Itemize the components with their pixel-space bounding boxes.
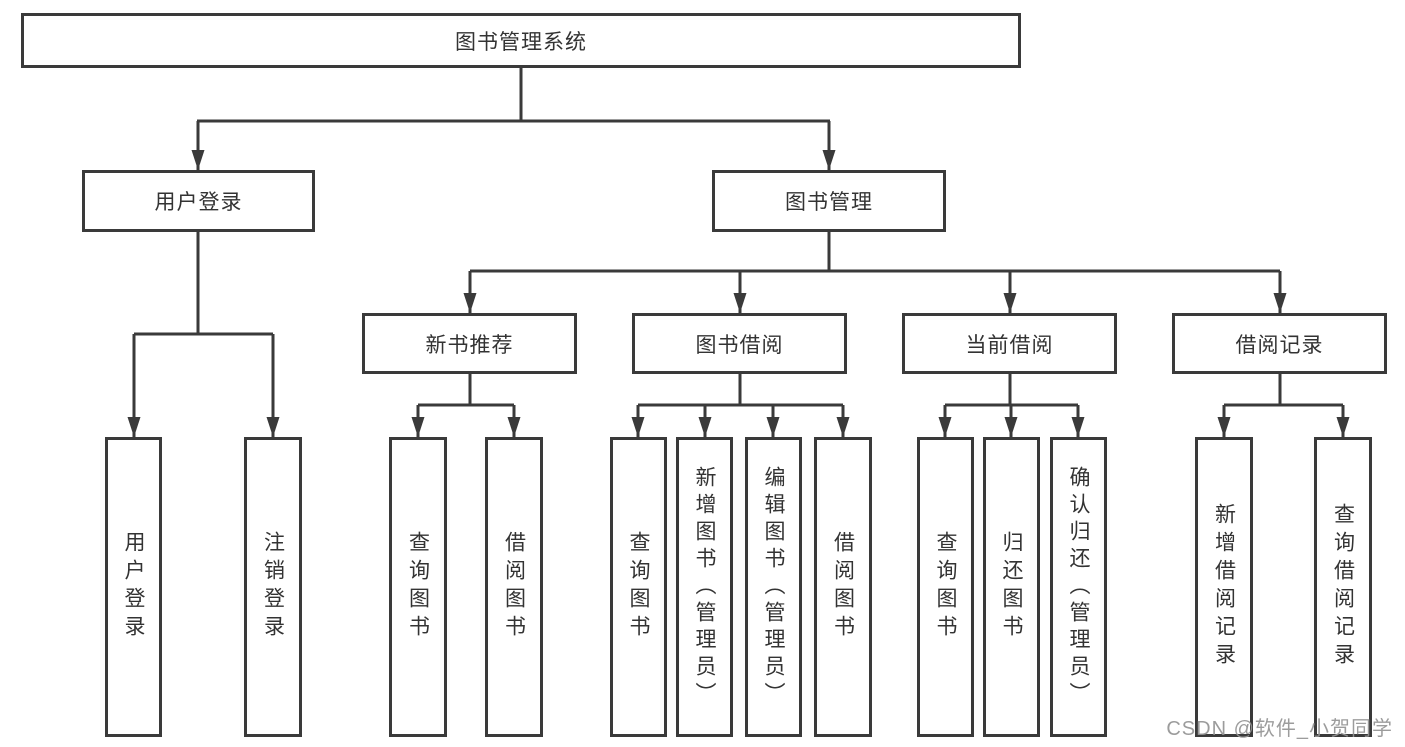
node-user-login: 用户登录 xyxy=(82,170,315,232)
connector-current-borrow xyxy=(938,374,1085,437)
node-label: 查询借阅记录 xyxy=(1331,503,1355,671)
node-label: 新增借阅记录 xyxy=(1212,503,1236,671)
connector-root xyxy=(191,67,836,170)
leaf-current-return-books: 归还图书 xyxy=(983,437,1040,737)
watermark: CSDN @软件_小贺同学 xyxy=(1166,718,1393,740)
leaf-borrow-borrow-books: 借阅图书 xyxy=(814,437,872,737)
leaf-current-confirm-return: 确认归还（管理员） xyxy=(1050,437,1107,737)
node-label: 确认归还（管理员） xyxy=(1067,465,1090,709)
leaf-borrow-add-books: 新增图书（管理员） xyxy=(676,437,733,737)
node-new-book-recommend: 新书推荐 xyxy=(362,313,577,374)
node-label: 图书管理 xyxy=(785,191,873,214)
node-label: 借阅图书 xyxy=(831,531,855,643)
node-label: 用户登录 xyxy=(122,531,145,643)
node-label: 编辑图书（管理员） xyxy=(762,465,785,709)
node-label: 图书管理系统 xyxy=(455,30,587,54)
leaf-borrow-query-books: 查询图书 xyxy=(610,437,667,737)
leaf-logout: 注销登录 xyxy=(244,437,302,737)
node-label: 借阅记录 xyxy=(1235,333,1324,357)
node-label: 借阅图书 xyxy=(502,531,526,643)
node-label: 新增图书（管理员） xyxy=(693,465,716,709)
node-label: 用户登录 xyxy=(154,191,243,214)
node-book-borrow: 图书借阅 xyxy=(632,313,847,374)
leaf-recommend-borrow-books: 借阅图书 xyxy=(485,437,543,737)
node-label: 查询图书 xyxy=(934,531,957,643)
leaf-records-add-record: 新增借阅记录 xyxy=(1195,437,1253,737)
leaf-records-query-record: 查询借阅记录 xyxy=(1314,437,1372,737)
node-label: 查询图书 xyxy=(406,531,430,643)
node-label: 归还图书 xyxy=(1000,531,1023,643)
connector-borrow-records xyxy=(1217,374,1350,437)
node-current-borrow: 当前借阅 xyxy=(902,313,1117,374)
connector-book-borrow xyxy=(631,374,850,437)
node-label: 查询图书 xyxy=(627,531,650,643)
connector-new-book-recommend xyxy=(411,374,521,437)
leaf-user-login: 用户登录 xyxy=(105,437,162,737)
node-borrow-records: 借阅记录 xyxy=(1172,313,1387,374)
node-label: 当前借阅 xyxy=(965,333,1054,357)
connector-user-login xyxy=(127,232,280,437)
node-label: 图书借阅 xyxy=(695,333,784,357)
leaf-borrow-edit-books: 编辑图书（管理员） xyxy=(745,437,802,737)
node-book-management: 图书管理 xyxy=(712,170,946,232)
leaf-recommend-query-books: 查询图书 xyxy=(389,437,447,737)
leaf-current-query-books: 查询图书 xyxy=(917,437,974,737)
node-root: 图书管理系统 xyxy=(21,13,1021,68)
connector-book-management xyxy=(463,232,1287,313)
node-label: 新书推荐 xyxy=(425,333,514,357)
node-label: 注销登录 xyxy=(261,531,285,643)
